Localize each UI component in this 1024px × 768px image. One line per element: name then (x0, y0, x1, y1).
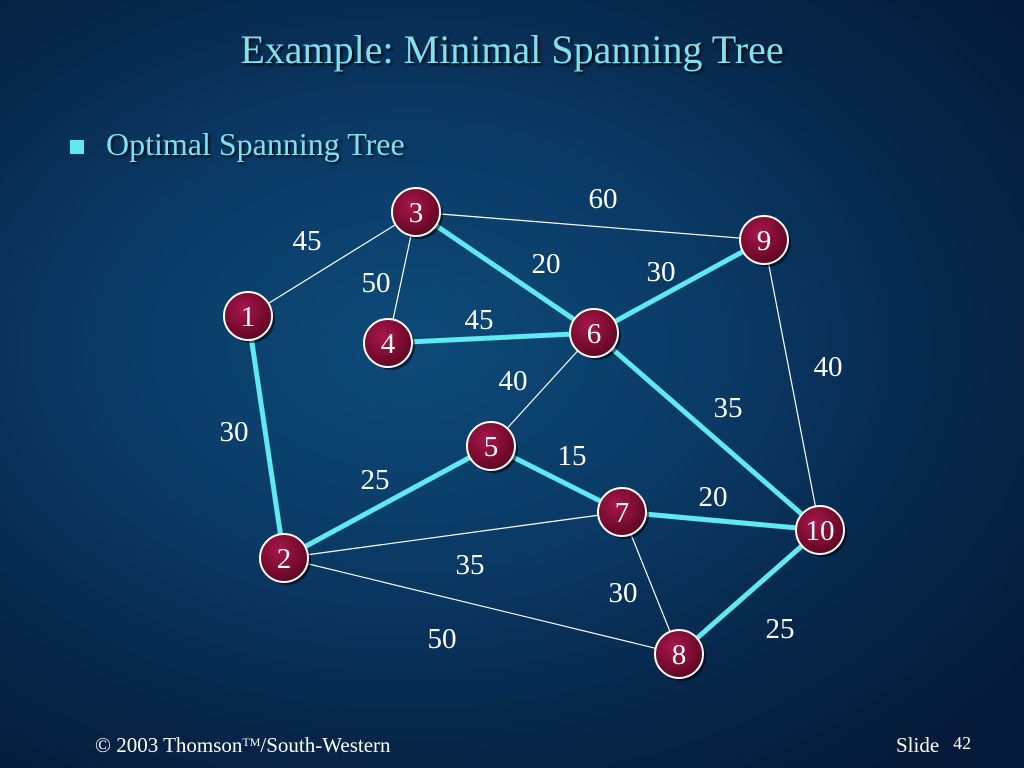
node-label: 5 (484, 431, 499, 463)
node-8: 8 (654, 629, 706, 681)
node-10: 10 (795, 505, 847, 557)
publisher-text: /South-Western (260, 733, 391, 757)
node-circle (739, 215, 789, 265)
node-circle (223, 291, 273, 341)
slide-title: Example: Minimal Spanning Tree (240, 27, 784, 72)
edge-weight-5-7: 15 (558, 440, 587, 472)
edge-3-9 (415, 211, 765, 241)
edge-weight-7-10: 20 (699, 481, 728, 513)
edge-weight-2-7: 35 (456, 549, 485, 581)
node-9: 9 (739, 215, 791, 267)
edge-weight-3-9: 60 (589, 183, 618, 215)
node-4: 4 (363, 318, 415, 370)
node-1: 1 (223, 291, 275, 343)
edge-weight-6-9: 30 (647, 256, 676, 288)
edge-6-5 (490, 332, 595, 447)
trademark-symbol: TM (242, 735, 261, 749)
node-circle (597, 487, 647, 537)
node-label: 6 (587, 318, 602, 350)
edge-weight-2-8: 50 (428, 623, 457, 655)
node-circle (569, 308, 619, 358)
node-7: 7 (597, 487, 649, 539)
edge-weight-6-5: 40 (499, 365, 528, 397)
tree-edge-4-6 (385, 330, 597, 346)
tree-edge-8-10 (676, 527, 823, 657)
node-label: 3 (409, 197, 424, 229)
node-3: 3 (391, 187, 443, 239)
tree-edge-1-2 (245, 313, 287, 561)
copyright-text: © 2003 Thomson (95, 733, 243, 757)
node-circle (391, 187, 441, 237)
edge-weight-7-8: 30 (609, 577, 638, 609)
node-circle (363, 318, 413, 368)
slide-number: 42 (953, 733, 972, 753)
node-5: 5 (466, 421, 518, 473)
edges (245, 209, 823, 657)
edge-weight-2-5: 25 (361, 464, 390, 496)
node-circle (259, 533, 309, 583)
tree-edge-6-9 (591, 237, 767, 336)
edge-weight-1-3: 45 (293, 225, 322, 257)
node-2: 2 (259, 533, 311, 585)
node-label: 1 (241, 301, 256, 333)
node-circle (654, 629, 704, 679)
edge-weight-4-6: 45 (465, 304, 494, 336)
edge-weight-3-6: 20 (532, 248, 561, 280)
edge-weight-6-10: 35 (714, 392, 743, 424)
edge-weight-3-4: 50 (362, 267, 391, 299)
node-label: 7 (615, 497, 630, 529)
edge-weight-8-10: 25 (766, 613, 795, 645)
node-label: 4 (381, 328, 396, 360)
node-circle (466, 421, 516, 471)
tree-edge-2-5 (281, 443, 494, 561)
tree-edge-7-10 (619, 509, 823, 533)
edge-weight-1-2: 30 (220, 416, 249, 448)
node-circle (795, 505, 845, 555)
footer-slide-number: Slide 42 (896, 733, 971, 758)
node-label: 9 (757, 225, 772, 257)
node-6: 6 (569, 308, 621, 360)
tree-edge-6-10 (591, 330, 823, 533)
edge-weight-9-10: 40 (814, 351, 843, 383)
tree-edge-3-6 (413, 209, 597, 336)
edge-1-3 (247, 211, 417, 317)
slide-label: Slide (896, 733, 940, 757)
footer-copyright: © 2003 ThomsonTM/South-Western (95, 733, 391, 758)
node-label: 10 (806, 515, 835, 547)
square-bullet-icon (70, 140, 84, 154)
edge-9-10 (763, 239, 821, 531)
node-label: 2 (277, 543, 292, 575)
edge-2-7 (283, 511, 623, 559)
edge-2-8 (283, 557, 680, 655)
bullet-text: Optimal Spanning Tree (106, 126, 405, 162)
node-label: 8 (672, 639, 687, 671)
